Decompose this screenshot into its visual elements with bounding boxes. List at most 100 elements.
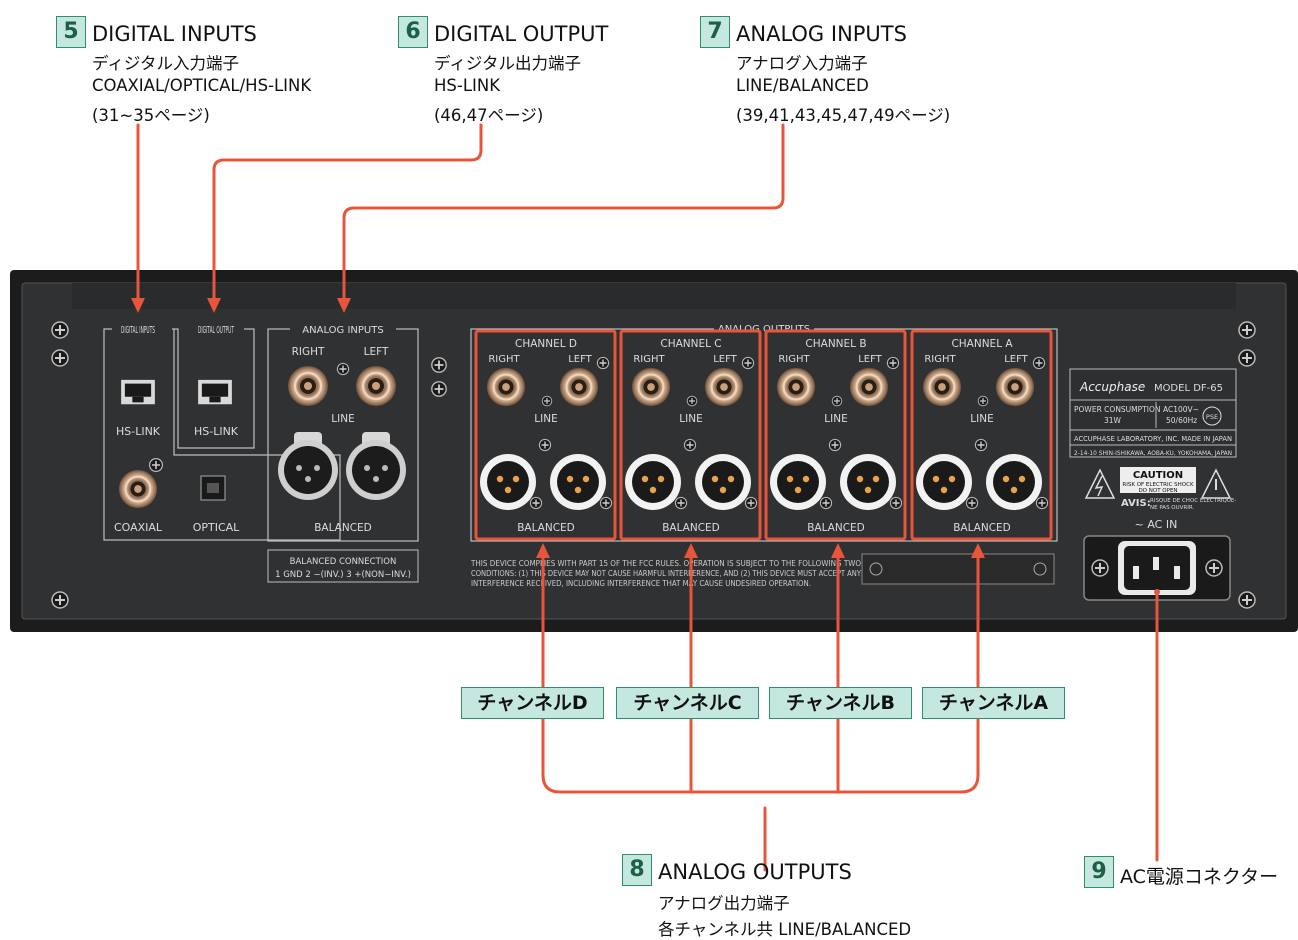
callout-title: AC電源コネクター (1120, 862, 1278, 889)
blank-plate (862, 554, 1054, 584)
left-rca-jack-icon (560, 368, 598, 406)
balanced-label: BALANCED (807, 522, 865, 534)
callout-pages: (39,41,43,45,47,49ページ) (736, 102, 950, 126)
right-label: RIGHT (488, 354, 520, 365)
screw-icon (52, 350, 68, 366)
channel-name: CHANNEL D (515, 338, 577, 350)
line-label: LINE (970, 413, 993, 425)
svg-text:50/60Hz: 50/60Hz (1166, 416, 1197, 425)
line-label: LINE (534, 413, 557, 425)
channel-name: CHANNEL B (805, 338, 866, 350)
callout-number: 9 (1084, 856, 1114, 888)
screw-icon (52, 322, 68, 338)
hs-link-in-label: HS-LINK (116, 425, 161, 438)
callout-connector-types: HS-LINK (434, 76, 500, 95)
left-label: LEFT (858, 354, 882, 365)
callout-title: DIGITAL OUTPUT (434, 22, 608, 46)
channel-label-a: チャンネルA (922, 687, 1065, 719)
callout-subtitle: アナログ入力端子 (736, 50, 868, 74)
left-rca-jack-icon (850, 368, 888, 406)
screw-icon (890, 497, 901, 508)
screw-icon (52, 592, 68, 608)
screw-icon (684, 439, 695, 450)
left-xlr-jack-icon (986, 454, 1042, 510)
callout-pages: (46,47ページ) (434, 102, 543, 126)
callout-title: DIGITAL INPUTS (92, 22, 257, 46)
balanced-label: BALANCED (953, 522, 1011, 534)
screw-icon (597, 357, 608, 368)
screw-icon (1033, 357, 1044, 368)
callout-number: 7 (700, 16, 730, 48)
hs-link-in-jack-icon (121, 380, 155, 404)
callout-pages: (31~35ページ) (92, 102, 210, 126)
screw-icon (150, 459, 163, 472)
fcc-line-2: CONDITIONS: (1) THIS DEVICE MAY NOT CAUS… (471, 569, 861, 578)
line-label: LINE (679, 413, 702, 425)
model-label: MODEL DF-65 (1154, 383, 1223, 394)
brand-logo: Accuphase (1079, 380, 1145, 394)
channel-name: CHANNEL C (660, 338, 721, 350)
pse-mark: PSE (1206, 413, 1218, 421)
right-rca-jack-icon (923, 368, 961, 406)
screw-icon (432, 358, 446, 372)
svg-text:POWER CONSUMPTION: POWER CONSUMPTION (1074, 405, 1160, 414)
callout-number: 8 (622, 854, 652, 886)
screw-icon (337, 363, 348, 374)
screw-icon (832, 396, 842, 406)
callout-number: 5 (56, 16, 86, 48)
analog-in-right-rca-icon (288, 366, 328, 406)
svg-text:BALANCED: BALANCED (314, 522, 372, 534)
left-xlr-jack-icon (695, 454, 751, 510)
callout-number: 6 (398, 16, 428, 48)
screw-icon (745, 497, 756, 508)
screw-icon (966, 497, 977, 508)
balanced-label: BALANCED (662, 522, 720, 534)
line-label: LINE (824, 413, 847, 425)
screw-icon (1036, 497, 1047, 508)
right-rca-jack-icon (632, 368, 670, 406)
right-xlr-jack-icon (916, 454, 972, 510)
left-xlr-jack-icon (840, 454, 896, 510)
screw-icon (539, 439, 550, 450)
channel-label-b: チャンネルB (769, 687, 912, 719)
coaxial-jack-icon (119, 470, 157, 508)
callout-connector-types: LINE/BALANCED (736, 76, 869, 95)
right-label: RIGHT (924, 354, 956, 365)
left-label: LEFT (568, 354, 592, 365)
right-xlr-jack-icon (480, 454, 536, 510)
right-xlr-jack-icon (625, 454, 681, 510)
coaxial-label: COAXIAL (114, 521, 163, 534)
ac-in-label: ~ AC IN (1135, 518, 1178, 531)
model-label-plate: Accuphase MODEL DF-65 POWER CONSUMPTION … (1070, 369, 1236, 457)
channel-label-d: チャンネルD (461, 687, 604, 719)
svg-text:RISQUE DE CHOC ELECTRIQUE-: RISQUE DE CHOC ELECTRIQUE- (1150, 498, 1236, 504)
left-label: LEFT (713, 354, 737, 365)
svg-text:31W: 31W (1104, 416, 1122, 425)
optical-label: OPTICAL (193, 521, 240, 534)
screw-icon (675, 497, 686, 508)
screw-icon (1239, 592, 1255, 608)
svg-text:ACCUPHASE LABORATORY, INC. MA: ACCUPHASE LABORATORY, INC. MADE IN JAPAN (1074, 435, 1232, 443)
balanced-connection-title: BALANCED CONNECTION (290, 557, 397, 567)
screw-icon (530, 497, 541, 508)
callout-connector-types: 各チャンネル共 LINE/BALANCED (658, 916, 911, 940)
svg-text:DO NOT OPEN: DO NOT OPEN (1138, 488, 1177, 494)
svg-text:NE PAS OUVRIR.: NE PAS OUVRIR. (1150, 505, 1194, 511)
screw-icon (887, 357, 898, 368)
digital-inputs-label: DIGITAL INPUTS (121, 325, 155, 336)
screw-icon (978, 396, 988, 406)
screw-icon (687, 396, 697, 406)
left-label: LEFT (1004, 354, 1028, 365)
screw-icon (542, 396, 552, 406)
right-label: RIGHT (778, 354, 810, 365)
analog-inputs-label: ANALOG INPUTS (302, 325, 383, 336)
left-rca-jack-icon (996, 368, 1034, 406)
svg-text:LINE: LINE (331, 413, 354, 425)
fcc-line-1: THIS DEVICE COMPLIES WITH PART 15 OF THE… (470, 559, 861, 568)
svg-text:RIGHT: RIGHT (292, 346, 325, 358)
left-rca-jack-icon (705, 368, 743, 406)
digital-output-label: DIGITAL OUTPUT (198, 325, 234, 336)
balanced-connection-text: 1 GND 2 −(INV.) 3 +(NON−INV.) (275, 570, 411, 580)
svg-text:AC100V~: AC100V~ (1163, 405, 1199, 414)
